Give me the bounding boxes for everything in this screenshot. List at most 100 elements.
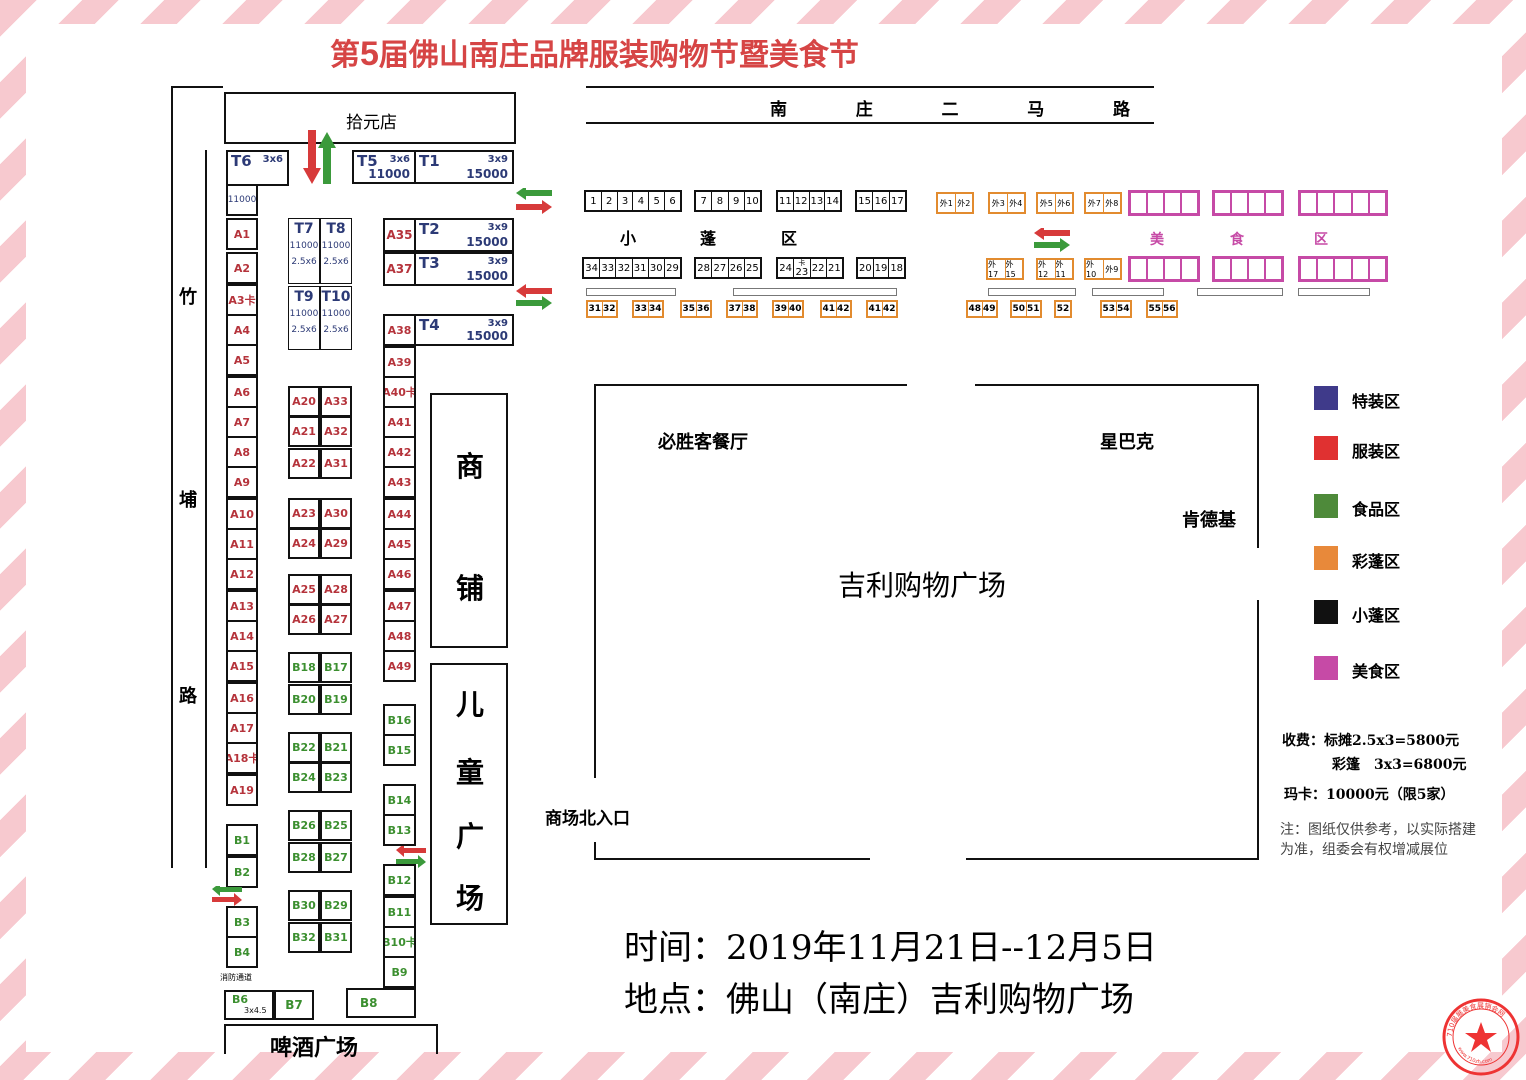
color-tent-booth[interactable]: 36 [696,304,710,314]
booth-a49[interactable]: A49 [383,650,416,682]
small-tent-booth[interactable]: 28 [696,259,713,277]
booth-b3[interactable]: B3 [226,906,258,938]
booth-b2[interactable]: B2 [226,856,258,888]
booth-a10[interactable]: A10 [226,498,258,530]
color-tent-booth[interactable]: 49 [982,304,996,314]
small-tent-booth[interactable]: 5 [649,192,666,210]
small-tent-booth[interactable]: 14 [826,195,839,207]
booth-b7[interactable]: B7 [274,990,314,1020]
food-booth-block[interactable] [1298,190,1388,216]
booth-a44[interactable]: A44 [383,498,416,530]
color-tent-booth[interactable]: 外6 [1057,198,1071,208]
booth-b8[interactable]: B8 [346,988,416,1018]
color-tent-booth[interactable]: 42 [836,304,850,314]
booth-b11[interactable]: B11 [383,896,416,928]
small-tent-booth[interactable]: 31 [633,259,649,277]
booth-t10[interactable]: T10 11000 2.5x6 [320,286,352,350]
color-tent-booth[interactable]: 48 [968,302,983,316]
booth-b1[interactable]: B1 [226,824,258,856]
booth-a42[interactable]: A42 [383,436,416,468]
color-tent-booth[interactable]: 53 [1102,302,1117,316]
booth-a30[interactable]: A30 [320,498,352,529]
booth-a37[interactable]: A37 [383,252,416,286]
booth-t5[interactable]: T5 3x6 11000 [352,150,416,184]
color-tent-booth[interactable]: 外8 [1105,198,1119,208]
color-tent-booth[interactable]: 34 [648,304,662,314]
small-tent-booth[interactable]: 29 [666,262,679,274]
booth-a16[interactable]: A16 [226,682,258,714]
small-tent-booth[interactable]: 8 [712,192,729,210]
booth-b12[interactable]: B12 [383,864,416,896]
color-tent-booth[interactable]: 41 [868,302,883,316]
booth-b14[interactable]: B14 [383,784,416,816]
color-tent-booth[interactable]: 42 [882,304,896,314]
color-tent-booth[interactable]: 外3 [990,194,1008,212]
small-tent-booth[interactable]: 9 [729,192,745,210]
color-tent-booth[interactable]: 外4 [1009,198,1023,208]
booth-a21[interactable]: A21 [288,416,320,447]
color-tent-booth[interactable]: 56 [1162,304,1176,314]
small-tent-booth[interactable]: 22 [811,259,827,277]
small-tent-booth[interactable]: 7 [696,192,713,210]
booth-b24[interactable]: B24 [288,762,320,793]
food-booth-block[interactable] [1298,256,1388,282]
booth-b23[interactable]: B23 [320,762,352,793]
color-tent-booth[interactable]: 52 [1056,304,1070,314]
color-tent-booth[interactable]: 外17 [988,260,1006,279]
small-tent-booth[interactable]: 3 [618,192,634,210]
small-tent-booth[interactable]: 6 [669,195,676,207]
booth-t4[interactable]: T4 3x9 15000 [414,314,514,346]
booth-b20[interactable]: B20 [288,684,320,715]
booth-b15[interactable]: B15 [383,734,416,766]
small-tent-booth[interactable]: 20 [858,259,874,277]
small-tent-booth[interactable]: 19 [874,259,890,277]
booth-b10卡[interactable]: B10卡 [383,926,416,958]
booth-b32[interactable]: B32 [288,922,320,953]
small-tent-booth[interactable]: 4 [633,192,650,210]
booth-b31[interactable]: B31 [320,922,352,953]
color-tent-booth[interactable]: 50 [1012,302,1027,316]
booth-a39[interactable]: A39 [383,346,416,378]
booth-b9[interactable]: B9 [383,956,416,988]
color-tent-booth[interactable]: 51 [1026,304,1040,314]
booth-a27[interactable]: A27 [320,604,352,635]
booth-t3[interactable]: T3 3x9 15000 [414,252,514,286]
color-tent-booth[interactable]: 31 [588,302,603,316]
booth-b29[interactable]: B29 [320,890,352,921]
small-tent-booth[interactable]: 17 [890,195,904,207]
color-tent-booth[interactable]: 40 [788,304,802,314]
booth-a40卡[interactable]: A40卡 [383,376,416,408]
color-tent-booth-pair[interactable]: 52 [1054,300,1072,318]
small-tent-booth[interactable]: 11 [778,192,794,210]
color-tent-booth[interactable]: 54 [1116,304,1130,314]
booth-a23[interactable]: A23 [288,498,320,529]
small-tent-booth[interactable]: 2 [602,192,618,210]
booth-a14[interactable]: A14 [226,620,258,652]
food-booth-block[interactable] [1128,190,1200,216]
booth-b18[interactable]: B18 [288,652,320,683]
booth-a35[interactable]: A35 [383,218,416,252]
booth-a46[interactable]: A46 [383,558,416,590]
color-tent-booth[interactable]: 外1 [938,194,956,212]
booth-a6[interactable]: A6 [226,376,258,408]
booth-b25[interactable]: B25 [320,810,352,841]
booth-a33[interactable]: A33 [320,386,352,417]
color-tent-booth[interactable]: 外11 [1055,260,1066,279]
booth-t6[interactable]: T6 3x6 [226,150,289,186]
booth-a12[interactable]: A12 [226,558,258,590]
booth-b27[interactable]: B27 [320,842,352,873]
